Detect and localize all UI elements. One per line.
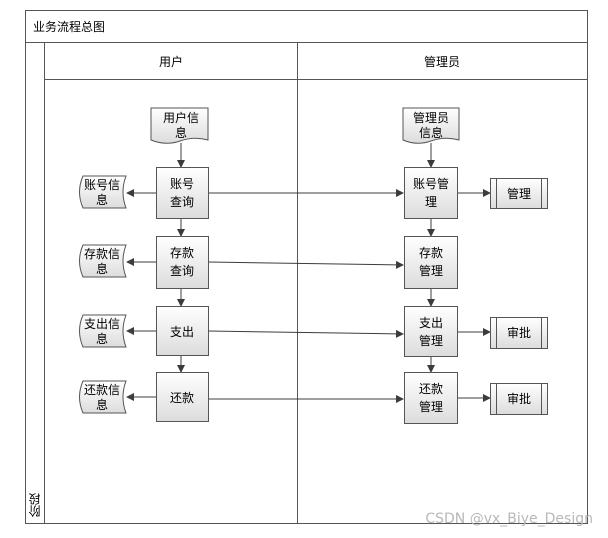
process-withdraw-mgmt-line2: 管理 [419,333,443,348]
subprocess-approve-withdraw: 审批 [490,317,548,349]
doc-user-info-line1: 用户信 [163,110,199,125]
data-withdraw-info-line2: 息 [96,331,108,346]
watermark: CSDN @vx_Biye_Design [425,511,593,527]
subprocess-approve-repay: 审批 [490,383,548,415]
subprocess-manage-label: 管理 [507,186,531,201]
process-withdraw-mgmt: 支出 管理 [404,306,458,357]
process-withdraw-mgmt-line1: 支出 [419,316,443,330]
process-repay: 还款 [156,372,209,422]
process-acct-query: 账号 查询 [156,167,209,219]
doc-admin-info-line1: 管理员 [413,110,449,125]
doc-admin-info: 管理员 信息 [402,107,460,144]
doc-user-info-line2: 息 [175,125,187,140]
data-repay-info-line1: 还款信 [84,383,120,397]
process-deposit-mgmt-line1: 存款 [419,246,443,260]
process-withdraw-label: 支出 [170,325,194,339]
process-deposit-query: 存款 查询 [156,236,209,289]
subprocess-approve-withdraw-label: 审批 [507,325,531,340]
arrow-depositquery-depositmgmt [208,260,404,269]
lane-user-header: 用户 [159,54,183,69]
data-acct-info-line1: 账号信 [84,178,120,192]
data-repay-info-line2: 息 [96,397,108,412]
data-acct-info: 账号信 息 [79,175,127,209]
process-repay-mgmt: 还款 管理 [404,372,458,424]
data-deposit-info-line2: 息 [96,261,108,276]
process-acct-mgmt-line1: 账号管 [413,176,449,191]
phase-label: 阶段 [28,492,42,517]
process-deposit-query-line1: 存款 [170,246,194,260]
arrow-withdraw-withdrawmgmt [208,329,404,338]
process-acct-mgmt-line2: 理 [425,195,437,209]
data-repay-info: 还款信 息 [79,380,127,414]
process-acct-query-line2: 查询 [170,195,194,209]
process-deposit-mgmt: 存款 管理 [404,236,458,289]
doc-admin-info-line2: 信息 [419,125,443,140]
subprocess-approve-repay-label: 审批 [507,391,531,406]
process-withdraw: 支出 [156,306,209,356]
process-deposit-query-line2: 查询 [170,264,194,278]
process-deposit-mgmt-line2: 管理 [419,263,443,278]
process-repay-mgmt-line1: 还款 [419,382,443,396]
process-acct-query-line1: 账号 [170,177,194,191]
data-deposit-info-line1: 存款信 [84,247,120,261]
data-deposit-info: 存款信 息 [79,244,127,278]
connectors [126,143,491,403]
subprocess-manage: 管理 [490,178,548,209]
doc-user-info: 用户信 息 [150,107,209,144]
lane-admin-header: 管理员 [424,54,460,69]
diagram-frame [25,10,588,524]
process-repay-label: 还款 [170,391,194,405]
data-withdraw-info-line1: 支出信 [84,317,120,331]
process-acct-mgmt: 账号管 理 [404,167,458,219]
diagram-title: 业务流程总图 [33,19,105,34]
data-withdraw-info: 支出信 息 [79,314,127,348]
data-acct-info-line2: 息 [96,192,108,207]
process-repay-mgmt-line2: 管理 [419,399,443,414]
